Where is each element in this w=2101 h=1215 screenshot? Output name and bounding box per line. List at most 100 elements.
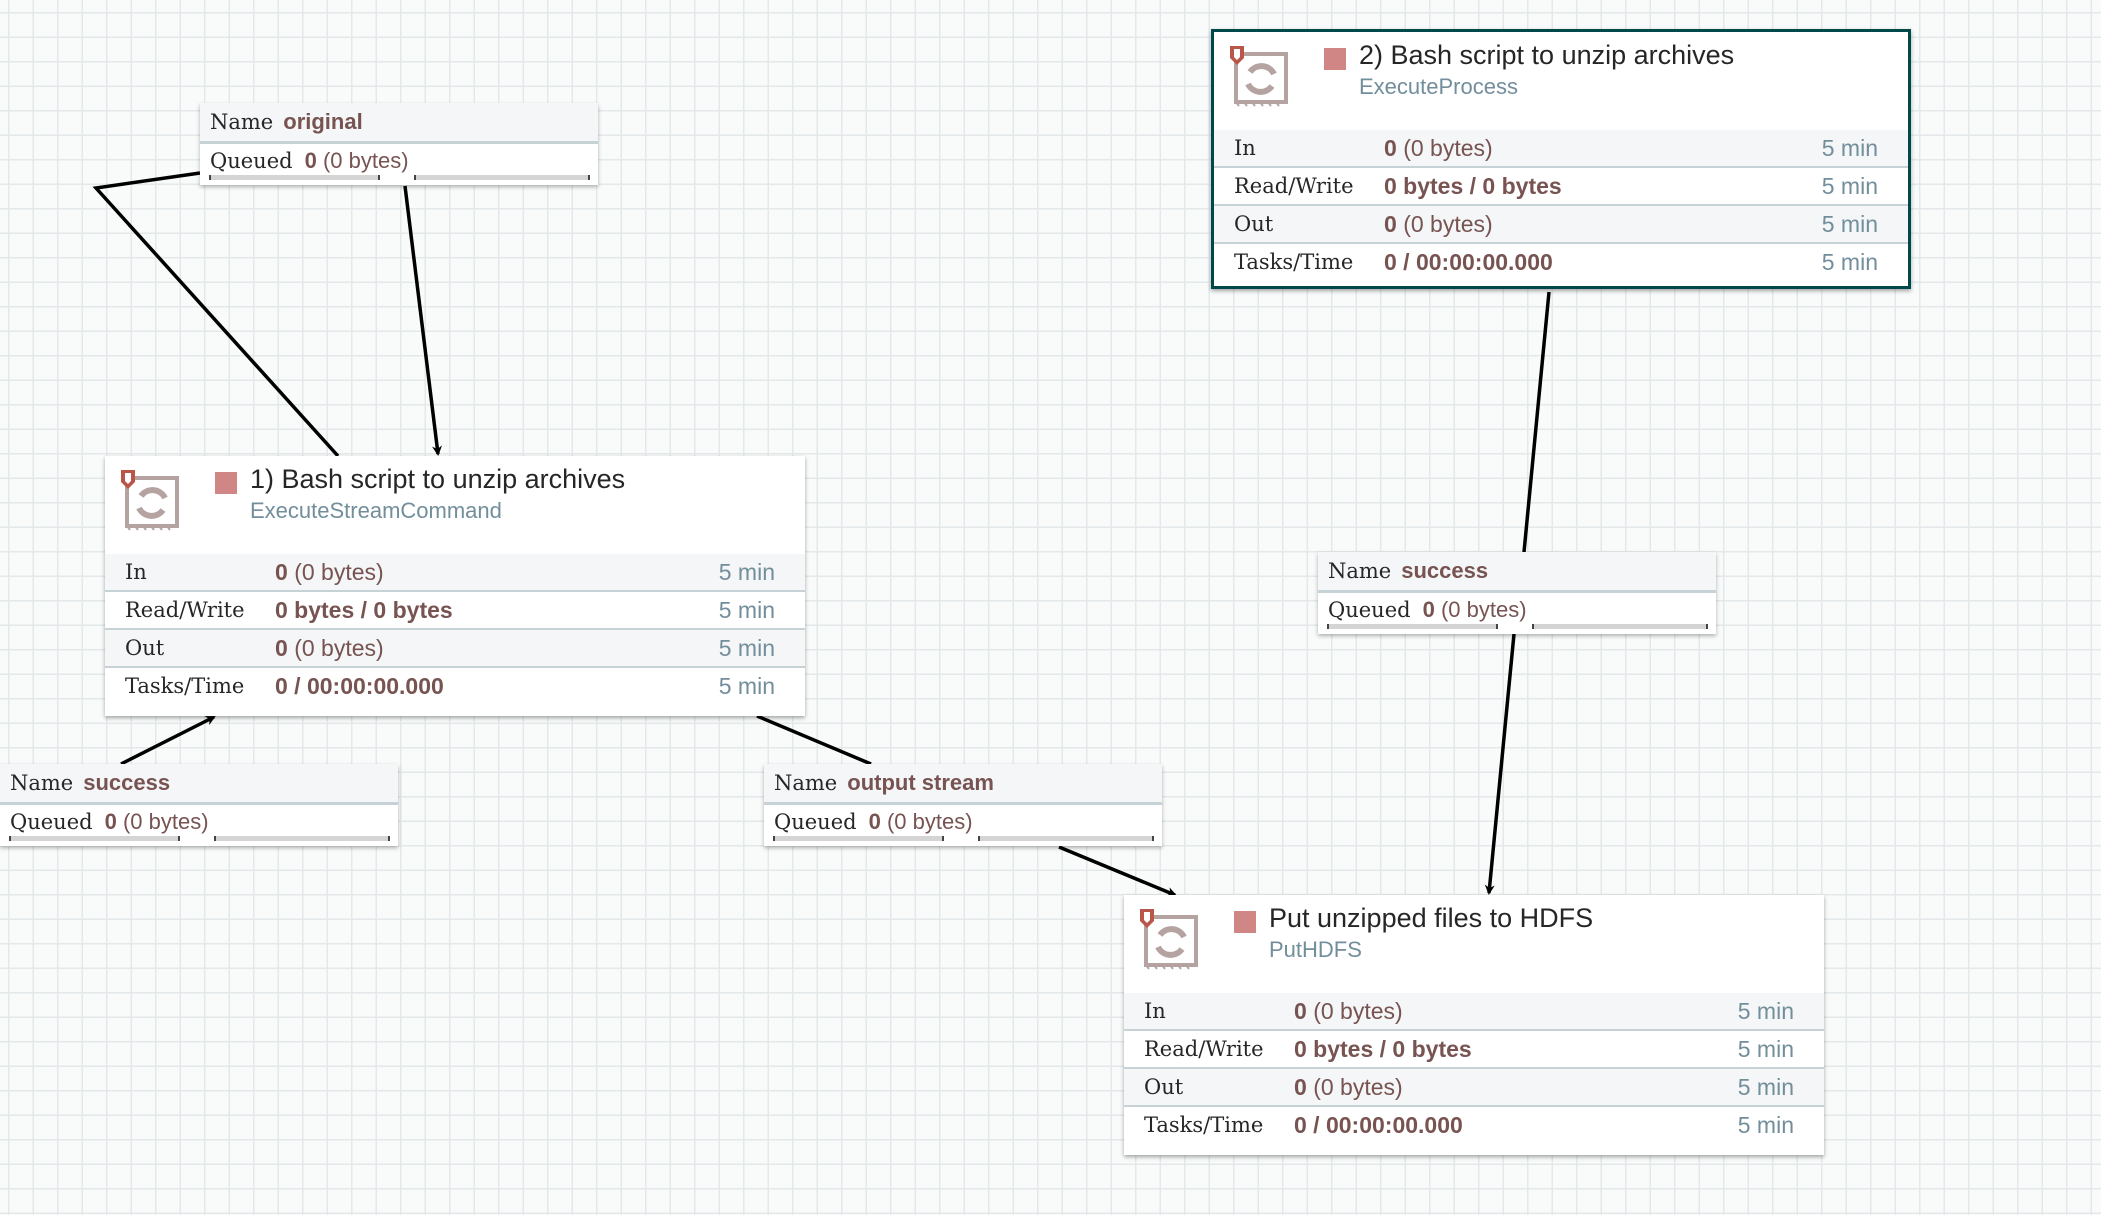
stat-time: 5 min: [718, 635, 775, 661]
backpressure-size-bar: [214, 836, 390, 841]
connection-queue-row: Queued 0 (0 bytes): [1318, 593, 1716, 627]
processor-card[interactable]: Put unzipped files to HDFS PutHDFS In 0 (0 …: [1124, 895, 1824, 1155]
stat-time: 5 min: [718, 597, 775, 623]
queued-count: 0: [1422, 597, 1435, 622]
edge-proc1-to-output[interactable]: [756, 714, 872, 766]
processor-name: Put unzipped files to HDFS: [1269, 903, 1594, 933]
name-label: Name: [210, 110, 274, 134]
stat-label: Read/Write: [1234, 174, 1354, 198]
stat-label: Out: [125, 636, 165, 660]
backpressure-count-bar: [9, 836, 180, 841]
processor-name: 2) Bash script to unzip archives: [1359, 40, 1735, 70]
queued-count: 0: [104, 809, 117, 834]
stat-time: 5 min: [1821, 211, 1878, 237]
processor-stats: In 0 (0 bytes) 5 min Read/Write 0 bytes / 0 …: [1124, 993, 1824, 1143]
stat-label: In: [125, 560, 147, 584]
stat-label: In: [1144, 999, 1166, 1023]
processor-type: ExecuteStreamCommand: [250, 498, 502, 523]
backpressure-size-bar: [1532, 624, 1708, 629]
edge-original-to-proc1[interactable]: [403, 185, 442, 456]
edge-output-to-puthdfs[interactable]: [1058, 845, 1177, 897]
connection-name-row: Name success: [1318, 552, 1716, 593]
stat-value: 0 bytes / 0 bytes: [1384, 173, 1562, 199]
processor-icon: [1138, 909, 1202, 973]
name-label: Name: [1328, 559, 1392, 583]
stat-label: Tasks/Time: [125, 674, 245, 698]
stat-label: Out: [1234, 212, 1274, 236]
processor-icon: [1228, 46, 1292, 110]
edge-self-loop-original[interactable]: [92, 171, 340, 458]
stat-label: Read/Write: [1144, 1037, 1264, 1061]
stat-time: 5 min: [1821, 249, 1878, 275]
backpressure-count-bar: [209, 175, 380, 180]
edge-proc2-to-success[interactable]: [1522, 291, 1551, 553]
stat-time: 5 min: [1737, 1036, 1794, 1062]
stat-label: In: [1234, 136, 1256, 160]
stop-icon: [215, 472, 237, 494]
queued-count: 0: [868, 809, 881, 834]
stop-icon: [1234, 911, 1256, 933]
stat-row: Read/Write 0 bytes / 0 bytes 5 min: [1124, 1031, 1824, 1069]
stat-label: Tasks/Time: [1234, 250, 1354, 274]
backpressure-size-bar: [978, 836, 1154, 841]
stat-time: 5 min: [1737, 1112, 1794, 1138]
stop-icon: [1324, 48, 1346, 70]
stat-value: 0 / 00:00:00.000: [1294, 1112, 1463, 1138]
stat-row: In 0 (0 bytes) 5 min: [105, 554, 805, 592]
backpressure-count-bar: [773, 836, 944, 841]
queued-label: Queued: [774, 810, 857, 834]
stat-row: Tasks/Time 0 / 00:00:00.000 5 min: [1124, 1107, 1824, 1143]
queued-size: (0 bytes): [1440, 597, 1527, 622]
stat-value: 0 (0 bytes): [1294, 998, 1403, 1024]
stat-value: 0 (0 bytes): [275, 559, 384, 585]
stat-time: 5 min: [1821, 135, 1878, 161]
stat-time: 5 min: [718, 673, 775, 699]
processor-icon: [119, 470, 183, 534]
processor-type: PutHDFS: [1269, 937, 1362, 962]
stat-value: 0 bytes / 0 bytes: [275, 597, 453, 623]
stat-value: 0 (0 bytes): [1384, 211, 1493, 237]
stat-time: 5 min: [718, 559, 775, 585]
stat-value: 0 / 00:00:00.000: [275, 673, 444, 699]
stat-value: 0 (0 bytes): [1294, 1074, 1403, 1100]
queued-label: Queued: [10, 810, 93, 834]
stat-row: Out 0 (0 bytes) 5 min: [1214, 206, 1908, 244]
queued-size: (0 bytes): [886, 809, 973, 834]
connection-name: original: [283, 109, 363, 134]
connection-queue-row: Queued 0 (0 bytes): [200, 144, 598, 178]
name-label: Name: [10, 771, 74, 795]
stat-label: Read/Write: [125, 598, 245, 622]
connection-name-row: Name original: [200, 103, 598, 144]
queued-count: 0: [304, 148, 317, 173]
queued-size: (0 bytes): [322, 148, 409, 173]
stat-time: 5 min: [1737, 1074, 1794, 1100]
connection-name: success: [1401, 558, 1489, 583]
queued-label: Queued: [210, 149, 293, 173]
edge-success-to-proc1[interactable]: [120, 715, 216, 766]
connection-queue-row: Queued 0 (0 bytes): [0, 805, 398, 839]
queued-size: (0 bytes): [122, 809, 209, 834]
processor-type: ExecuteProcess: [1359, 74, 1518, 99]
stat-label: Tasks/Time: [1144, 1113, 1264, 1137]
name-label: Name: [774, 771, 838, 795]
stat-row: Tasks/Time 0 / 00:00:00.000 5 min: [105, 668, 805, 704]
stat-value: 0 (0 bytes): [1384, 135, 1493, 161]
processor-name: 1) Bash script to unzip archives: [250, 464, 626, 494]
queued-label: Queued: [1328, 598, 1411, 622]
stat-value: 0 bytes / 0 bytes: [1294, 1036, 1472, 1062]
edge-success-to-puthdfs[interactable]: [1484, 633, 1516, 895]
